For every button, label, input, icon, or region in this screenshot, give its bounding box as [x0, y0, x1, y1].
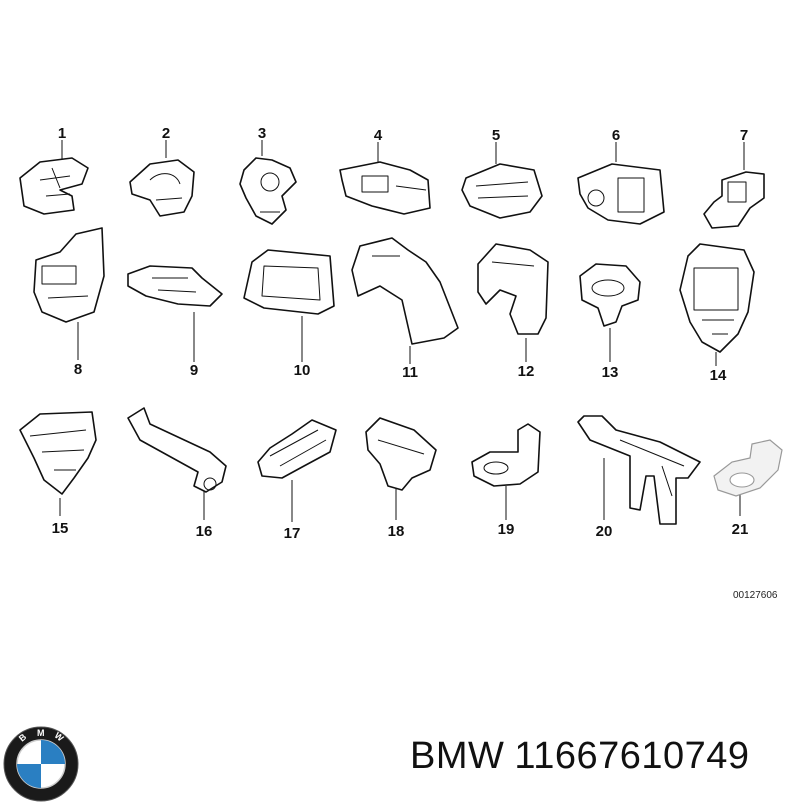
part-7-clip [704, 142, 764, 228]
callout-4: 4 [374, 127, 383, 144]
part-11-clip [352, 238, 458, 364]
part-17-clip [258, 420, 336, 522]
part-2-clip [130, 140, 194, 216]
part-13-clip [580, 264, 640, 362]
callout-10: 10 [294, 362, 311, 379]
brand-name: BMW [410, 735, 505, 777]
callout-1: 1 [58, 125, 66, 142]
callout-18: 18 [388, 523, 405, 540]
bmw-logo: B M W [3, 726, 79, 802]
logo-letter-m: M [37, 728, 45, 738]
callout-11: 11 [402, 364, 418, 381]
part-5-clip [462, 142, 542, 218]
part-21-clip [714, 440, 782, 516]
callout-20: 20 [596, 523, 613, 540]
part-19-clip [472, 424, 540, 520]
callout-8: 8 [74, 361, 82, 378]
diagram-reference-code: 00127606 [733, 590, 778, 601]
callout-13: 13 [602, 364, 619, 381]
callout-14: 14 [710, 367, 727, 384]
part-18-clip [366, 418, 436, 520]
callout-9: 9 [190, 362, 198, 379]
part-12-clip [478, 244, 548, 362]
callout-21: 21 [732, 521, 749, 538]
part-14-clip [680, 244, 754, 366]
part-16-clip [128, 408, 226, 520]
part-6-clip [578, 142, 664, 224]
callout-17: 17 [284, 525, 301, 542]
callout-15: 15 [52, 520, 69, 537]
callout-7: 7 [740, 127, 748, 144]
callout-2: 2 [162, 125, 170, 142]
part-20-clip [578, 416, 700, 524]
part-1-clip [20, 140, 88, 214]
logo-letter-b: B [17, 731, 29, 743]
part-number: 11667610749 [514, 735, 750, 777]
part-15-clip [20, 412, 96, 516]
callout-6: 6 [612, 127, 620, 144]
callout-3: 3 [258, 125, 266, 142]
callout-16: 16 [196, 523, 213, 540]
callout-5: 5 [492, 127, 500, 144]
callout-labels: 1 2 3 4 5 6 7 8 9 10 11 12 13 14 15 16 1… [52, 125, 749, 542]
callout-19: 19 [498, 521, 515, 538]
part-3-clip [240, 140, 296, 224]
part-8-clip [34, 228, 104, 360]
part-9-clip [128, 266, 222, 362]
callout-12: 12 [518, 363, 535, 380]
part-10-clip [244, 250, 334, 362]
part-4-clip [340, 142, 430, 214]
